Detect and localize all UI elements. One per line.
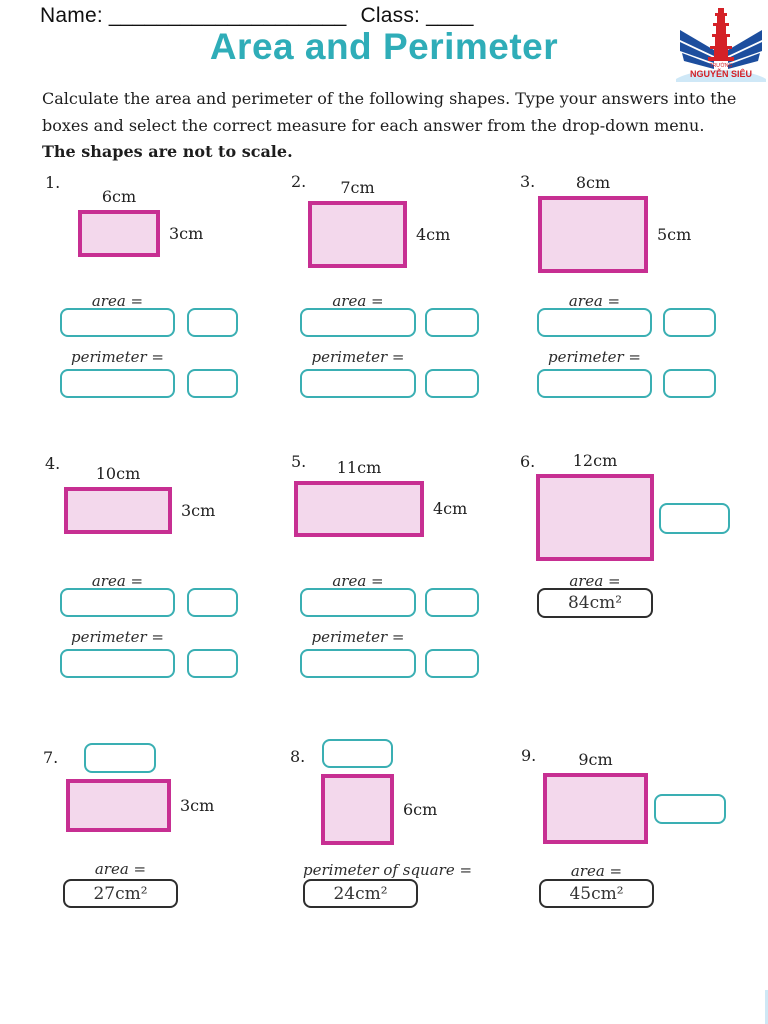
perimeter-label: perimeter = — [311, 348, 405, 366]
problem-9: 9. 9cm area =45cm² — [516, 735, 748, 980]
top-dimension-label: 8cm — [575, 173, 611, 192]
problem-7: 7. 3cm area =27cm² — [40, 735, 272, 980]
problem-4: 4. 10cm 3cm area = perimeter = — [40, 445, 272, 690]
perimeter-unit-dropdown[interactable] — [187, 649, 238, 678]
wings-icon — [680, 30, 762, 69]
perimeter-unit-dropdown[interactable] — [425, 649, 479, 678]
perimeter-value-input[interactable] — [300, 369, 416, 398]
school-name-text: NGUYỄN SIÊU — [690, 68, 752, 79]
answer-field-label: area = — [570, 862, 623, 880]
top-dimension-label: 9cm — [578, 750, 613, 769]
instructions: Calculate the area and perimeter of the … — [42, 86, 742, 166]
pagoda-icon — [708, 8, 734, 61]
problem-number: 5. — [291, 452, 307, 471]
area-label: area = — [332, 572, 384, 590]
problem-8: 8. 6cm perimeter of square =24cm² — [285, 735, 517, 980]
top-dimension-label: 12cm — [572, 451, 618, 470]
right-dimension-label: 3cm — [180, 795, 215, 815]
problem-number: 7. — [43, 748, 59, 767]
perimeter-value-input[interactable] — [60, 369, 175, 398]
answer-box[interactable]: 24cm² — [303, 879, 418, 908]
page-title: Area and Perimeter — [209, 26, 559, 67]
problem-3: 3. 8cm 5cm area = perimeter = — [516, 165, 748, 410]
answer-box[interactable]: 45cm² — [539, 879, 654, 908]
area-unit-dropdown[interactable] — [187, 588, 238, 617]
problem-number: 9. — [521, 746, 537, 765]
problem-2: 2. 7cm 4cm area = perimeter = — [285, 165, 517, 410]
perimeter-label: perimeter = — [71, 628, 164, 646]
top-dimension-label: 6cm — [101, 187, 137, 206]
area-label: area = — [332, 292, 384, 310]
rectangle-shape — [308, 201, 407, 268]
area-value-input[interactable] — [300, 308, 416, 337]
right-dimension-label: 5cm — [657, 224, 692, 244]
rectangle-shape — [538, 196, 648, 273]
area-unit-dropdown[interactable] — [425, 588, 479, 617]
area-unit-dropdown[interactable] — [425, 308, 479, 337]
area-label: area = — [568, 292, 621, 310]
rectangle-shape — [64, 487, 172, 534]
area-unit-dropdown[interactable] — [663, 308, 716, 337]
top-dimension-label: 11cm — [336, 458, 382, 477]
problem-1: 1. 6cm 3cm area = perimeter = — [40, 165, 272, 410]
missing-side-input[interactable] — [322, 739, 393, 768]
missing-side-input[interactable] — [84, 743, 156, 773]
area-unit-dropdown[interactable] — [187, 308, 238, 337]
rectangle-shape — [536, 474, 654, 561]
class-label: Class: — [360, 4, 421, 27]
problem-number: 1. — [45, 173, 61, 192]
instructions-normal: Calculate the area and perimeter of the … — [42, 89, 737, 135]
answer-field-label: area = — [94, 860, 147, 878]
class-blank[interactable]: ____ — [426, 4, 474, 27]
right-dimension-label: 3cm — [181, 500, 216, 520]
answer-field-label: perimeter of square = — [303, 861, 473, 879]
answer-box[interactable]: 84cm² — [537, 588, 653, 618]
answer-box[interactable]: 27cm² — [63, 879, 178, 908]
perimeter-label: perimeter = — [311, 628, 405, 646]
name-label: Name: — [40, 4, 103, 27]
instructions-bold: The shapes are not to scale. — [42, 142, 293, 162]
school-logo: TRƯỜNG NGUYỄN SIÊU — [669, 2, 768, 106]
problem-number: 3. — [520, 172, 536, 191]
problem-number: 6. — [520, 452, 536, 471]
perimeter-unit-dropdown[interactable] — [425, 369, 479, 398]
perimeter-label: perimeter = — [548, 348, 641, 366]
right-dimension-label: 4cm — [416, 224, 451, 244]
problem-number: 4. — [45, 454, 61, 473]
top-dimension-label: 10cm — [95, 464, 141, 483]
problem-6: 6. 12cm area =84cm² — [516, 445, 748, 690]
rectangle-shape — [543, 773, 648, 844]
rectangle-shape — [66, 779, 171, 832]
area-label: area = — [91, 292, 144, 310]
problem-5: 5. 11cm 4cm area = perimeter = — [285, 445, 517, 690]
top-dimension-label: 7cm — [340, 178, 375, 197]
school-prefix-text: TRƯỜNG — [710, 62, 733, 69]
name-class-line: Name: ____________________ Class: ____ — [40, 4, 474, 28]
missing-side-input[interactable] — [659, 503, 730, 534]
area-value-input[interactable] — [300, 588, 416, 617]
page-edge-artifact — [765, 990, 768, 1024]
area-value-input[interactable] — [60, 588, 175, 617]
area-value-input[interactable] — [60, 308, 175, 337]
rectangle-shape — [321, 774, 394, 845]
area-value-input[interactable] — [537, 308, 652, 337]
missing-side-input[interactable] — [654, 794, 726, 824]
perimeter-value-input[interactable] — [537, 369, 652, 398]
right-dimension-label: 6cm — [403, 799, 438, 819]
perimeter-label: perimeter = — [71, 348, 164, 366]
perimeter-unit-dropdown[interactable] — [663, 369, 716, 398]
perimeter-value-input[interactable] — [60, 649, 175, 678]
right-dimension-label: 3cm — [169, 223, 204, 243]
perimeter-unit-dropdown[interactable] — [187, 369, 238, 398]
name-blank[interactable]: ____________________ — [108, 4, 347, 27]
right-dimension-label: 4cm — [433, 499, 468, 518]
perimeter-value-input[interactable] — [300, 649, 416, 678]
problem-number: 2. — [291, 172, 307, 191]
answer-field-label: area = — [569, 572, 621, 590]
problem-number: 8. — [290, 747, 306, 766]
area-label: area = — [91, 572, 144, 590]
rectangle-shape — [294, 481, 424, 537]
rectangle-shape — [78, 210, 160, 257]
